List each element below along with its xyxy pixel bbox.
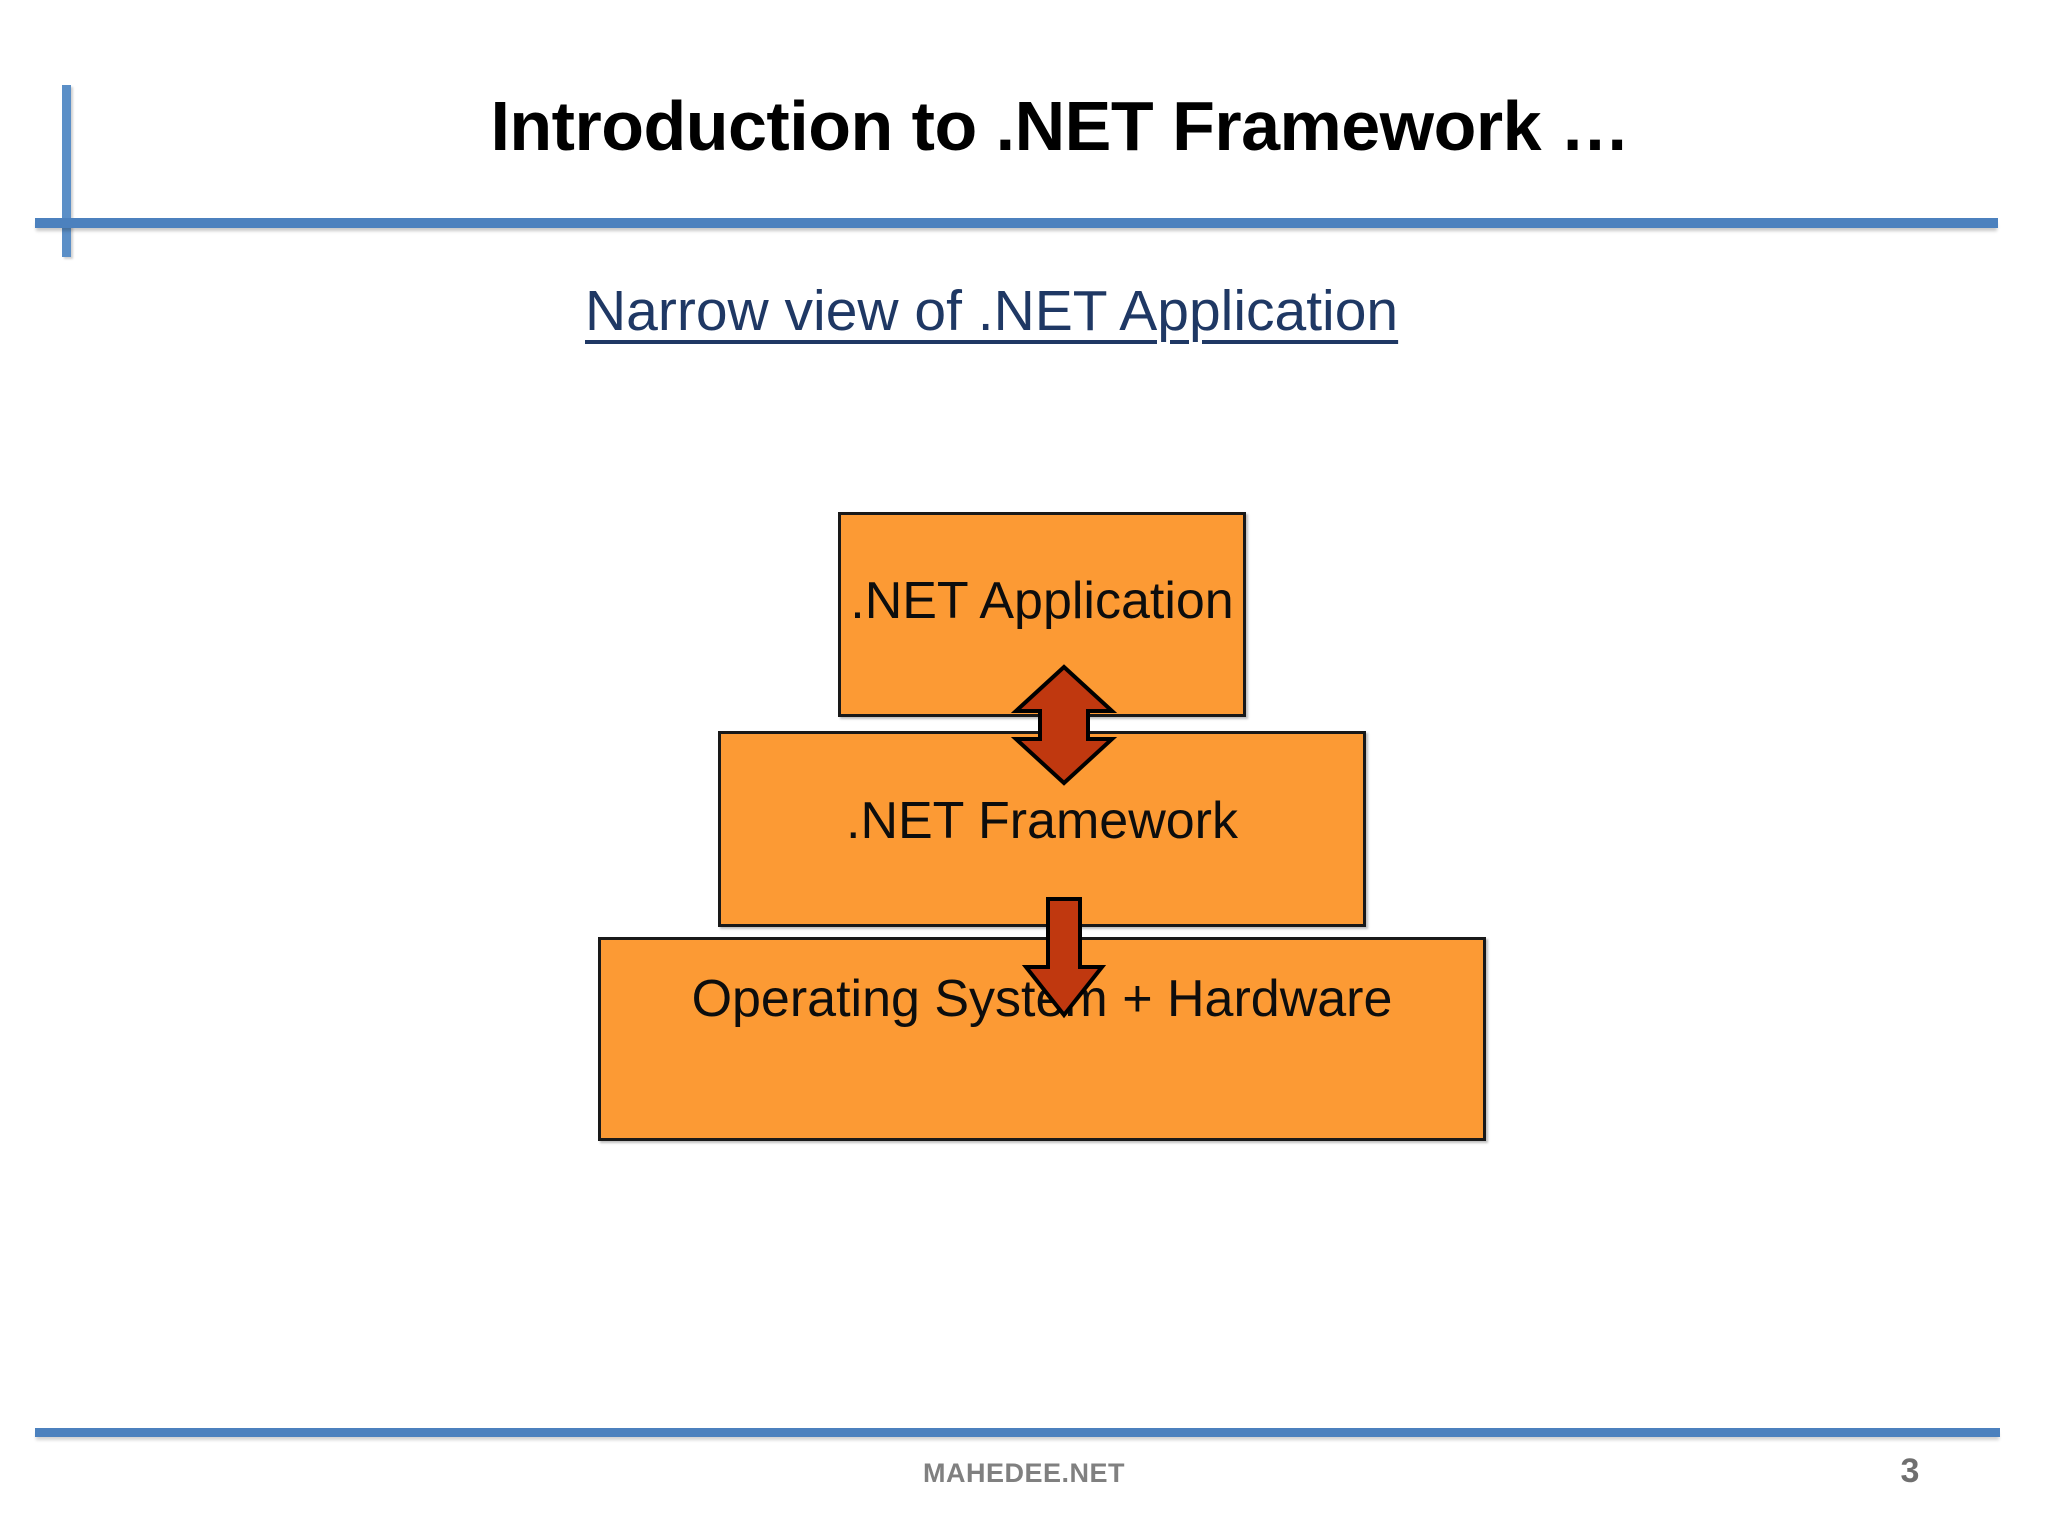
footer-brand: MAHEDEE.NET	[922, 1458, 1125, 1488]
footer-horizontal-rule	[35, 1428, 2000, 1437]
diagram-box-label: .NET Application	[850, 571, 1234, 630]
slide-subtitle: Narrow view of .NET Application	[585, 279, 1399, 343]
page-title: Introduction to .NET Framework …	[490, 87, 1630, 165]
diagram-box-net-application: .NET Application	[838, 512, 1246, 717]
slide-page-number: 3	[1900, 1452, 1920, 1490]
down-arrow-icon	[1021, 897, 1107, 1019]
double-arrow-vertical-icon	[1010, 664, 1118, 786]
title-horizontal-rule	[35, 218, 1998, 228]
diagram-box-label: .NET Framework	[846, 792, 1238, 850]
title-vertical-rule	[62, 85, 71, 257]
